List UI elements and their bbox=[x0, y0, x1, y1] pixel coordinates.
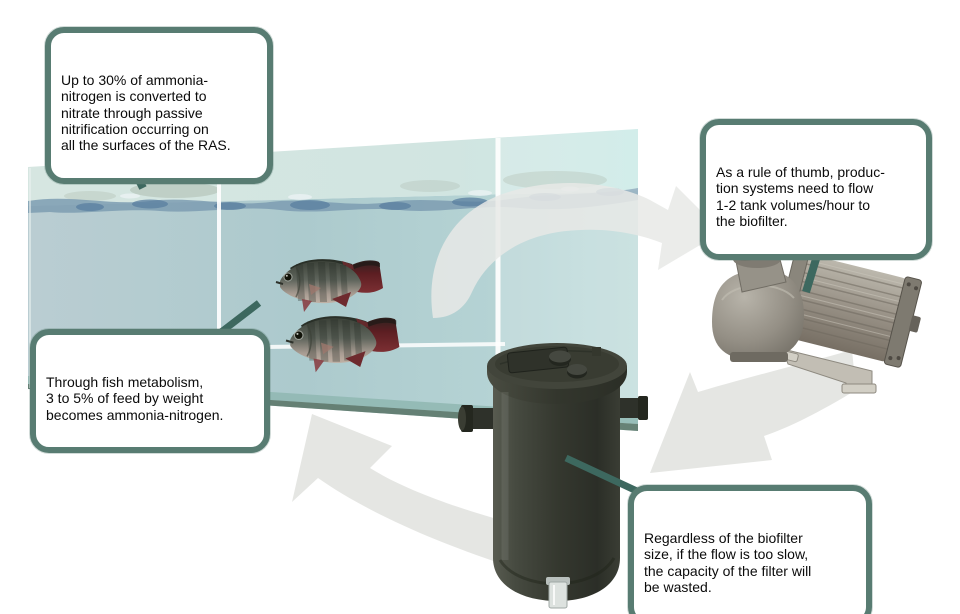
callout-biofilter-flow: Regardless of the biofilter size, if the… bbox=[628, 485, 872, 614]
callout-text: As a rule of thumb, produc- tion systems… bbox=[716, 163, 885, 229]
drain-valve bbox=[546, 577, 570, 609]
pump-volute bbox=[712, 269, 804, 360]
flow-arrow-pump-to-biofilter bbox=[650, 350, 856, 473]
callout-text: Through fish metabolism, 3 to 5% of feed… bbox=[46, 373, 224, 423]
biofilter-lid-nub bbox=[592, 347, 601, 356]
pump-shaft-stub bbox=[908, 315, 921, 333]
callout-text: Regardless of the biofilter size, if the… bbox=[644, 529, 812, 595]
callout-passive-nitrification: Up to 30% of ammonia- nitrogen is conver… bbox=[45, 27, 273, 184]
callout-fish-metabolism: Through fish metabolism, 3 to 5% of feed… bbox=[30, 329, 270, 454]
biofilter-lid-cap bbox=[549, 350, 571, 366]
biofilter-side-port bbox=[458, 405, 496, 432]
biofilter-body bbox=[493, 382, 620, 601]
pump-volute-base bbox=[730, 352, 788, 362]
biofilter-side-port bbox=[616, 396, 648, 420]
flow-arrow-biofilter-to-tank bbox=[292, 414, 530, 572]
biofilter-lid-cap bbox=[567, 364, 587, 379]
biofilter bbox=[458, 343, 648, 609]
flow-arrow-tank-to-pump bbox=[431, 183, 722, 318]
tank-wall-above-water bbox=[28, 129, 638, 206]
callout-text: Up to 30% of ammonia- nitrogen is conver… bbox=[61, 71, 231, 154]
callout-flow-rule-of-thumb: As a rule of thumb, produc- tion systems… bbox=[700, 119, 932, 260]
